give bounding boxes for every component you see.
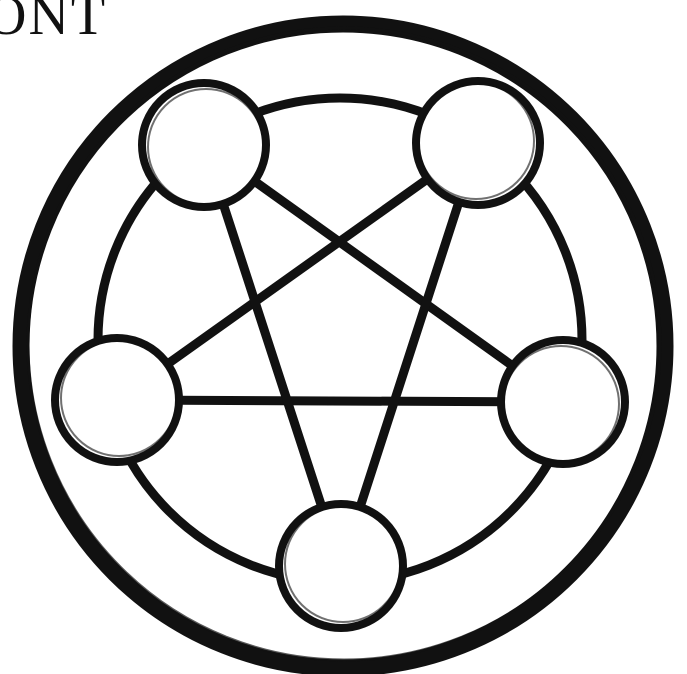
star-line xyxy=(117,400,563,402)
star-line xyxy=(341,143,478,566)
star-line xyxy=(204,145,341,566)
node-circles xyxy=(55,81,625,628)
